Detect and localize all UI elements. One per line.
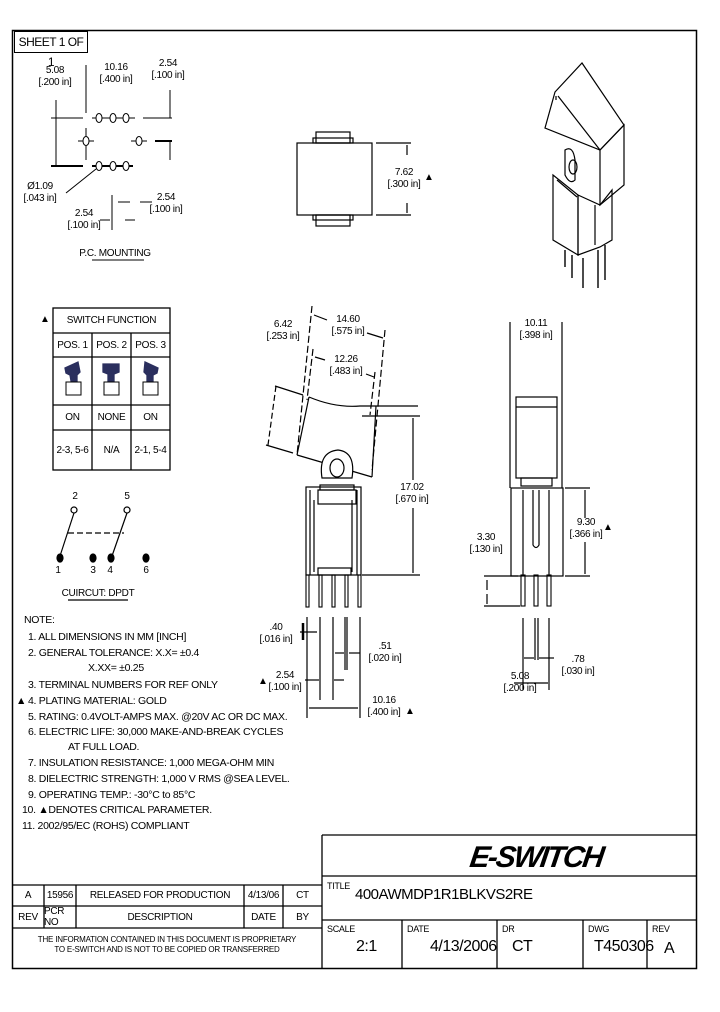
front-view [484, 322, 590, 690]
dim-pitch-top: 2.54[.100 in] [151, 58, 185, 81]
terminal-label: 6 [143, 565, 149, 576]
drawing-frame [11, 29, 698, 970]
drawn-by-value: CT [512, 938, 533, 955]
dim-body-width: 7.62[.300 in] [387, 167, 421, 190]
dim-pin-thickness: .51[.020 in] [368, 641, 402, 664]
note-item: 6. ELECTRIC LIFE: 30,000 MAKE-AND-BREAK … [28, 726, 284, 738]
actuator-pos1-icon [64, 361, 81, 382]
note-item: 4. PLATING MATERIAL: GOLD [28, 695, 167, 707]
dim-body-height: 9.30[.366 in] [569, 517, 603, 540]
sheet-number: SHEET 1 OF 1 [14, 31, 88, 69]
e-switch-logo: E-SWITCH [467, 841, 605, 874]
dim-rocker-inner-length: 12.26[.483 in] [329, 354, 363, 377]
switch-function-title: SWITCH FUNCTION [66, 315, 157, 326]
note-item: 5. RATING: 0.4VOLT-AMPS MAX. @20V AC OR … [28, 711, 288, 723]
terminal-label: 1 [55, 565, 61, 576]
rev-description: RELEASED FOR PRODUCTION [89, 890, 231, 901]
note-item: 9. OPERATING TEMP.: -30°C to 85°C [28, 789, 196, 801]
dim-bracket-pin: .40[.016 in] [259, 622, 293, 645]
dim-hole-span: 10.16[.400 in] [99, 62, 133, 85]
isometric-view [544, 62, 625, 288]
revision-value: A [664, 940, 675, 957]
note-item: 7. INSULATION RESISTANCE: 1,000 MEGA-OHM… [28, 757, 275, 769]
note-item: 1. ALL DIMENSIONS IN MM [INCH] [28, 631, 187, 643]
note-item: 8. DIELECTRIC STRENGTH: 1,000 V RMS @SEA… [28, 773, 290, 785]
drawing-number-label: DWG [588, 924, 610, 934]
critical-mark-icon: ▲ [405, 706, 415, 717]
dim-front-pin-span: 5.08[.200 in] [503, 671, 537, 694]
title-label: TITLE [327, 881, 351, 891]
actuator-pos3-icon [143, 361, 159, 382]
notes-heading: NOTE: [24, 614, 55, 626]
note-item: 10. ▲DENOTES CRITICAL PARAMETER. [22, 804, 212, 816]
terminal-label: 2 [72, 491, 78, 502]
position-state: ON [65, 412, 80, 423]
actuator-pos2-icon [102, 363, 120, 382]
terminal-label: 5 [124, 491, 130, 502]
pcr-header: PCR NO [44, 906, 65, 928]
scale-label: SCALE [327, 924, 356, 934]
critical-mark-icon: ▲ [603, 522, 613, 533]
proprietary-notice-line-2: TO E-SWITCH AND IS NOT TO BE COPIED OR T… [54, 944, 280, 954]
pc-mounting-pattern [51, 65, 172, 261]
dim-pitch-right: 2.54[.100 in] [149, 192, 183, 215]
dim-pin-pitch: 2.54[.100 in] [268, 670, 302, 693]
critical-mark-icon: ▲ [16, 695, 27, 707]
date-label: DATE [407, 924, 430, 934]
note-item: 11. 2002/95/EC (ROHS) COMPLIANT [22, 820, 190, 832]
dim-overall-height: 17.02[.670 in] [395, 482, 429, 505]
position-label: POS. 1 [57, 339, 88, 351]
pc-mounting-title: P.C. MOUNTING [79, 248, 151, 259]
pcr-number: 15956 [46, 890, 74, 901]
position-label: POS. 3 [135, 339, 166, 351]
terminal-label: 3 [90, 565, 96, 576]
date-value: 4/13/2006 [430, 938, 497, 955]
dim-hole-row-spacing: 5.08[.200 in] [38, 65, 72, 88]
position-connection: N/A [103, 444, 120, 456]
position-state: NONE [97, 412, 126, 423]
note-item: X.XX= ±0.25 [88, 662, 144, 674]
circuit-diagram [56, 506, 150, 601]
position-label: POS. 2 [96, 339, 127, 351]
position-connection: 2-1, 5-4 [134, 444, 167, 456]
note-item: 3. TERMINAL NUMBERS FOR REF ONLY [28, 679, 218, 691]
dim-pin-span: 10.16[.400 in] [367, 695, 401, 718]
drawing-number-value: T450306 [594, 938, 654, 955]
rev-date: 4/13/06 [247, 890, 280, 901]
critical-mark-icon: ▲ [40, 314, 50, 325]
revision-label: REV [652, 924, 670, 934]
dim-pitch-left: 2.54[.100 in] [67, 208, 101, 231]
title-block-lines [12, 834, 697, 968]
rev-by: CT [296, 890, 309, 901]
dim-rocker-height: 6.42[.253 in] [266, 319, 300, 342]
description-header: DESCRIPTION [127, 911, 193, 923]
note-item: AT FULL LOAD. [68, 741, 140, 753]
position-state: ON [143, 412, 158, 423]
by-header: BY [296, 911, 309, 923]
critical-mark-icon: ▲ [424, 172, 434, 183]
dim-hole-diameter: Ø1.09[.043 in] [23, 181, 57, 204]
note-item: 2. GENERAL TOLERANCE: X.X= ±0.4 [28, 647, 200, 659]
rev-value: A [24, 890, 32, 901]
terminal-label: 4 [107, 565, 113, 576]
proprietary-notice-line-1: THE INFORMATION CONTAINED IN THIS DOCUME… [37, 934, 297, 944]
side-view [265, 305, 420, 718]
switch-function-table [52, 307, 171, 471]
circuit-title: CUIRCUT: DPDT [61, 588, 135, 599]
drawn-by-label: DR [502, 924, 515, 934]
part-number-title: 400AWMDP1R1BLKVS2RE [355, 886, 533, 903]
rev-header: REV [18, 911, 38, 923]
dim-pin-length: 3.30[.130 in] [469, 532, 503, 555]
top-view [296, 131, 411, 227]
position-connection: 2-3, 5-6 [56, 444, 89, 456]
critical-mark-icon: ▲ [258, 676, 268, 687]
dim-pin-width: .78[.030 in] [561, 654, 595, 677]
dim-front-width: 10.11[.398 in] [519, 318, 553, 341]
scale-value: 2:1 [356, 938, 377, 955]
date-header: DATE [251, 911, 276, 923]
dim-rocker-length: 14.60[.575 in] [331, 314, 365, 337]
